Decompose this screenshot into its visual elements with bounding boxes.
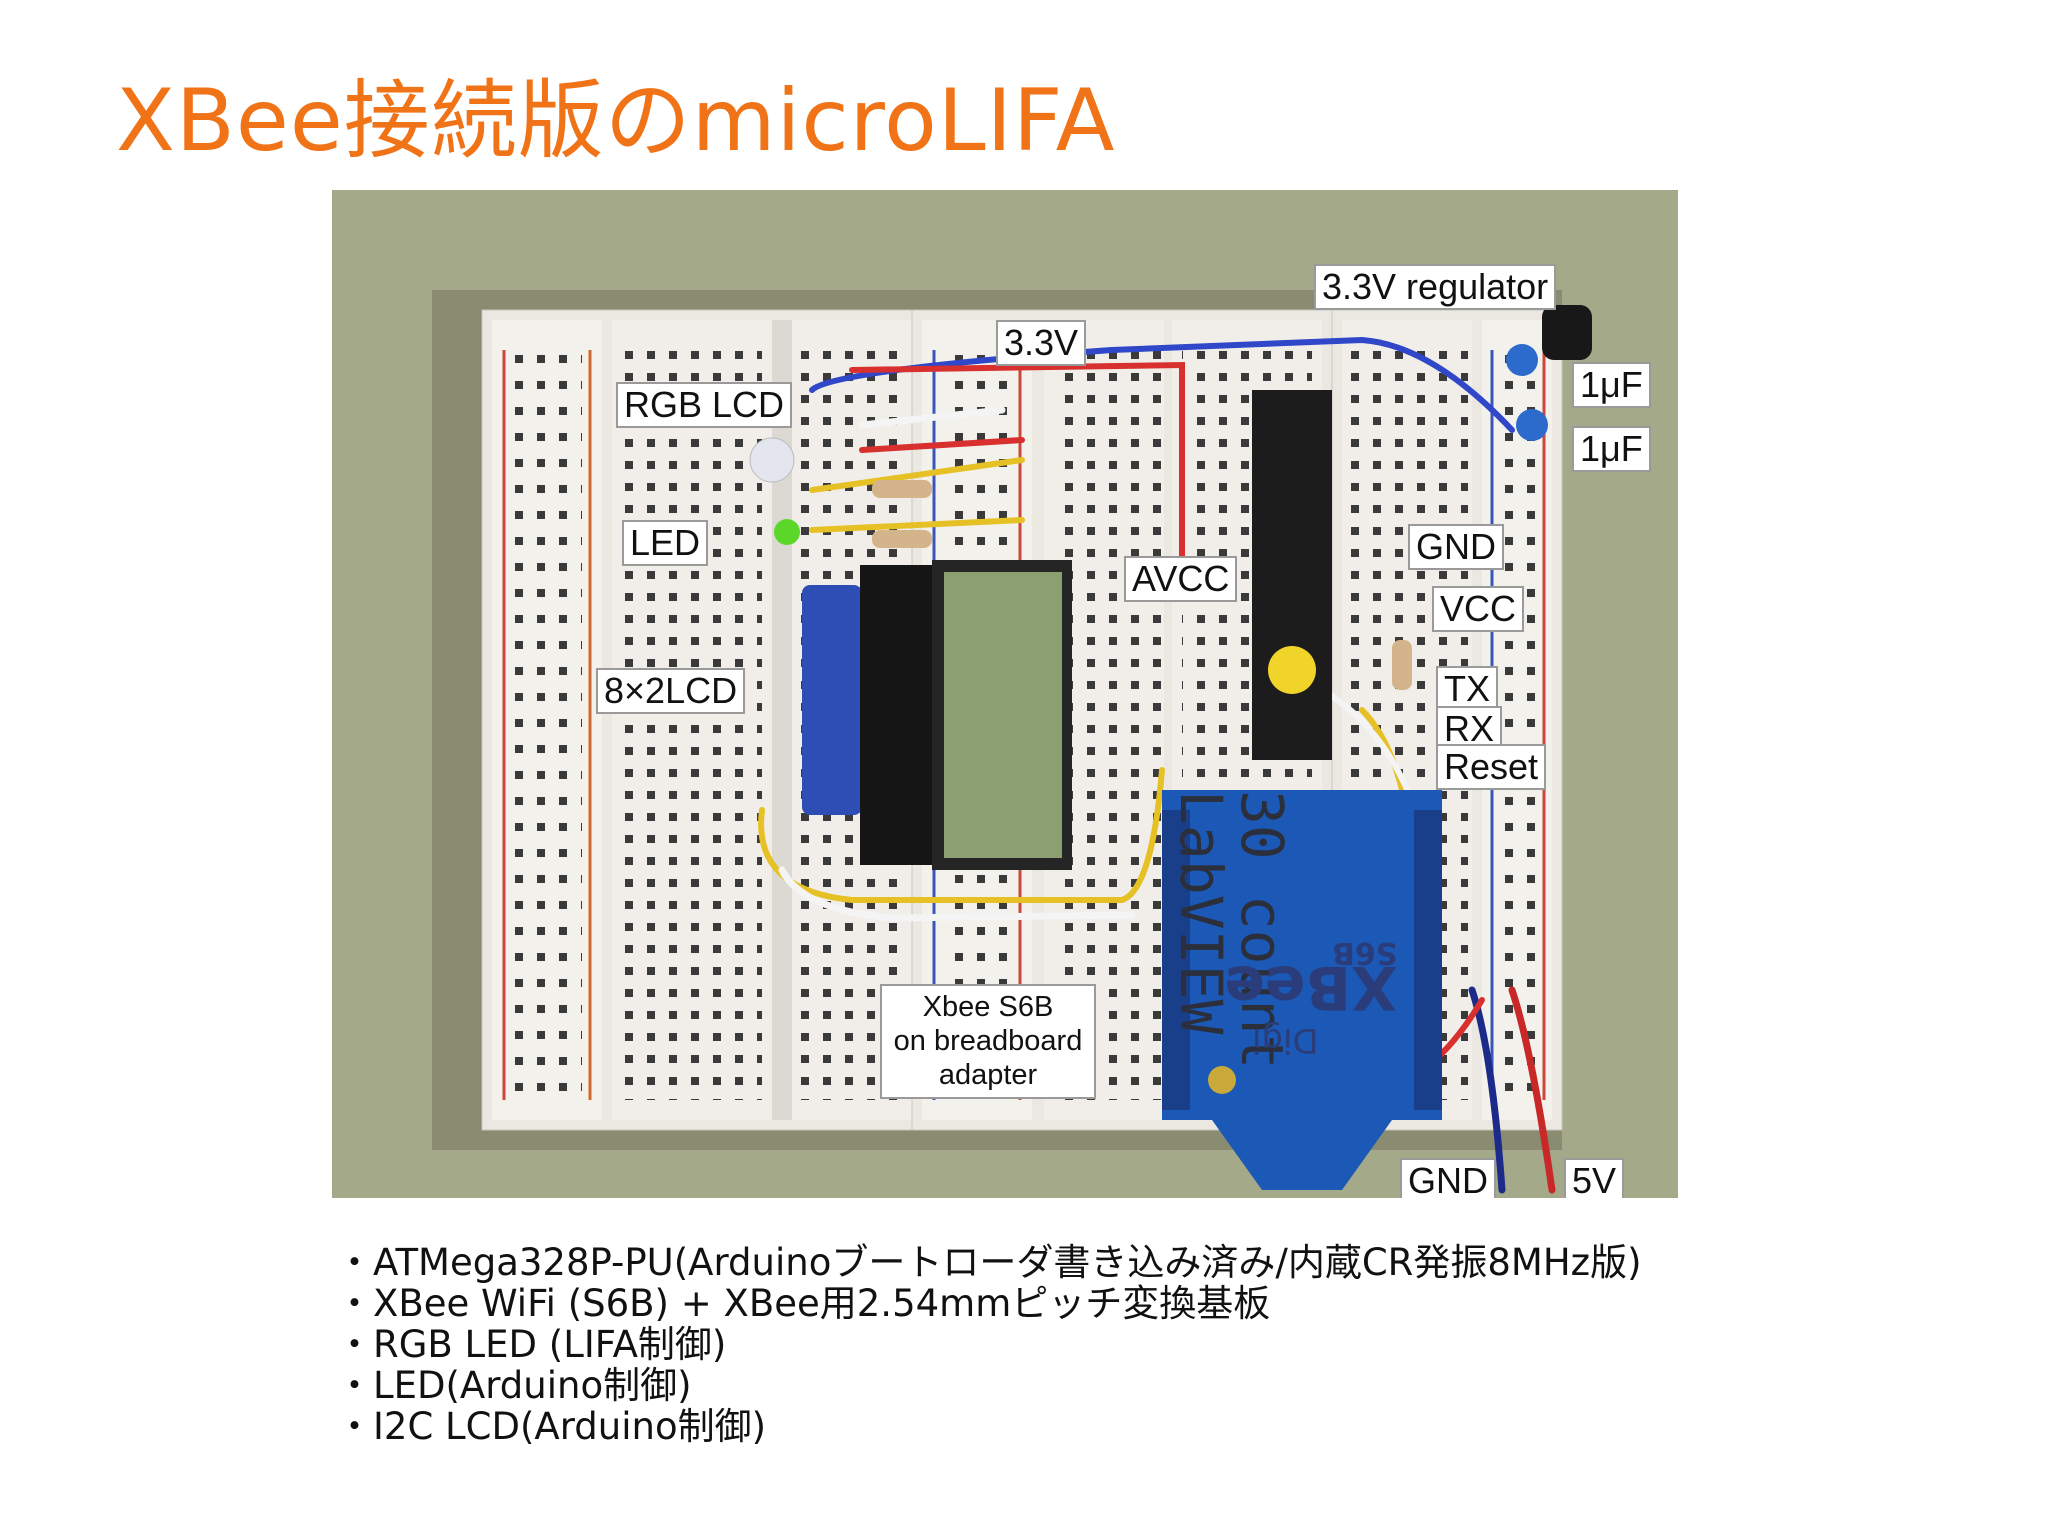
- xbee-maker-label: Digi: [1252, 1020, 1319, 1060]
- breadboard-photo: 30 count LabVIEW XBee S6B Digi 3.3V regu…: [332, 190, 1678, 1198]
- callout-reset: Reset: [1436, 744, 1547, 790]
- callout-cap-1: 1μF: [1572, 362, 1651, 408]
- component-list-item: ・I2C LCD(Arduino制御): [336, 1405, 767, 1448]
- callout-cap-2: 1μF: [1572, 426, 1651, 472]
- xbee-module: [1162, 790, 1442, 1190]
- xbee-model-label: S6B: [1332, 935, 1398, 970]
- slide-title: XBee接続版のmicroLIFA: [116, 71, 1116, 171]
- atmega-chip: [1252, 390, 1332, 760]
- callout-led: LED: [622, 520, 709, 566]
- callout-rx: RX: [1436, 706, 1503, 752]
- callout-vcc: VCC: [1432, 586, 1525, 632]
- component-list-item: ・RGB LED (LIFA制御): [336, 1323, 727, 1366]
- callout-rgb-lcd: RGB LCD: [616, 382, 793, 428]
- callout-gnd-top: GND: [1408, 524, 1504, 570]
- capacitors: [1506, 305, 1592, 441]
- callout-3v3-regulator: 3.3V regulator: [1314, 264, 1557, 310]
- callout-8x2lcd: 8×2LCD: [596, 668, 746, 714]
- resistors: [872, 480, 1412, 690]
- component-list-item: ・XBee WiFi (S6B) + XBee用2.54mmピッチ変換基板: [336, 1282, 1271, 1325]
- rgb-led: [749, 437, 795, 483]
- callout-avcc: AVCC: [1124, 556, 1238, 602]
- callout-xbee-adapter: Xbee S6B on breadboard adapter: [880, 984, 1096, 1099]
- breadboard-illustration: [332, 190, 1678, 1198]
- callout-gnd-bottom: GND: [1400, 1158, 1496, 1198]
- lcd-module: [802, 560, 1072, 870]
- component-list-item: ・ATMega328P-PU(Arduinoブートローダ書き込み済み/内蔵CR発…: [336, 1241, 1642, 1284]
- component-list: ・ATMega328P-PU(Arduinoブートローダ書き込み済み/内蔵CR発…: [336, 1242, 1642, 1447]
- component-list-item: ・LED(Arduino制御): [336, 1364, 692, 1407]
- callout-5v: 5V: [1564, 1158, 1625, 1198]
- callout-3v3: 3.3V: [996, 320, 1087, 366]
- green-led: [774, 519, 800, 545]
